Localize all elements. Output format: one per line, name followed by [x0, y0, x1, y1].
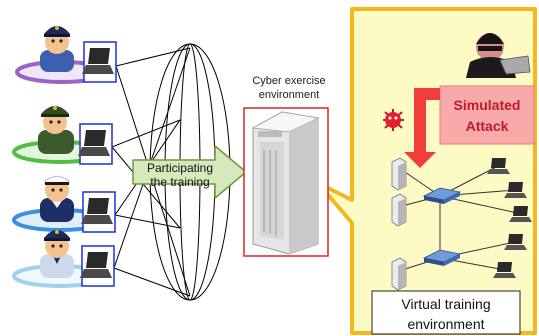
- pc-icon: [487, 158, 510, 174]
- simulated-attack-box: [439, 85, 535, 145]
- server-node: [391, 193, 407, 227]
- server-label-line2: environment: [259, 89, 320, 101]
- virtual-env-label-line1: Virtual training: [401, 296, 490, 312]
- participant-officer: [12, 230, 115, 288]
- arrow-label-line2: the training: [150, 175, 209, 189]
- switch-icon: [422, 187, 462, 204]
- laptop-icon: [82, 48, 114, 74]
- server-label-line1: Cyber exercise: [252, 75, 325, 87]
- officer-icon: [40, 230, 74, 278]
- participating-arrow: [132, 145, 247, 199]
- laptop-icon: [78, 130, 110, 156]
- switch-icon: [422, 249, 462, 266]
- pc-icon: [504, 234, 527, 250]
- virtual-network: [391, 157, 532, 291]
- laptop-icon: [81, 198, 113, 224]
- server-node: [391, 157, 407, 191]
- server-icon: [251, 111, 320, 255]
- virtual-env-label-box: [371, 290, 521, 335]
- arrow-label-line1: Participating: [147, 161, 213, 175]
- participant-soldier: [12, 106, 113, 165]
- pc-icon: [504, 182, 527, 198]
- virtual-env-label-line2: environment: [407, 316, 484, 332]
- attack-label-line2: Attack: [466, 118, 509, 134]
- pc-icon: [509, 206, 532, 222]
- attack-label-line1: Simulated: [454, 97, 521, 113]
- pc-icon: [493, 262, 516, 278]
- participant-police: [15, 26, 117, 84]
- participant-sailor: [12, 176, 116, 233]
- server-node: [391, 257, 407, 291]
- virus-icon: [383, 109, 404, 131]
- attacker-icon: [466, 33, 531, 78]
- soldier-icon: [38, 106, 74, 154]
- police-officer-icon: [40, 26, 74, 72]
- attack-arrow: [404, 88, 440, 168]
- sailor-icon: [40, 176, 74, 222]
- laptop-icon: [80, 252, 112, 278]
